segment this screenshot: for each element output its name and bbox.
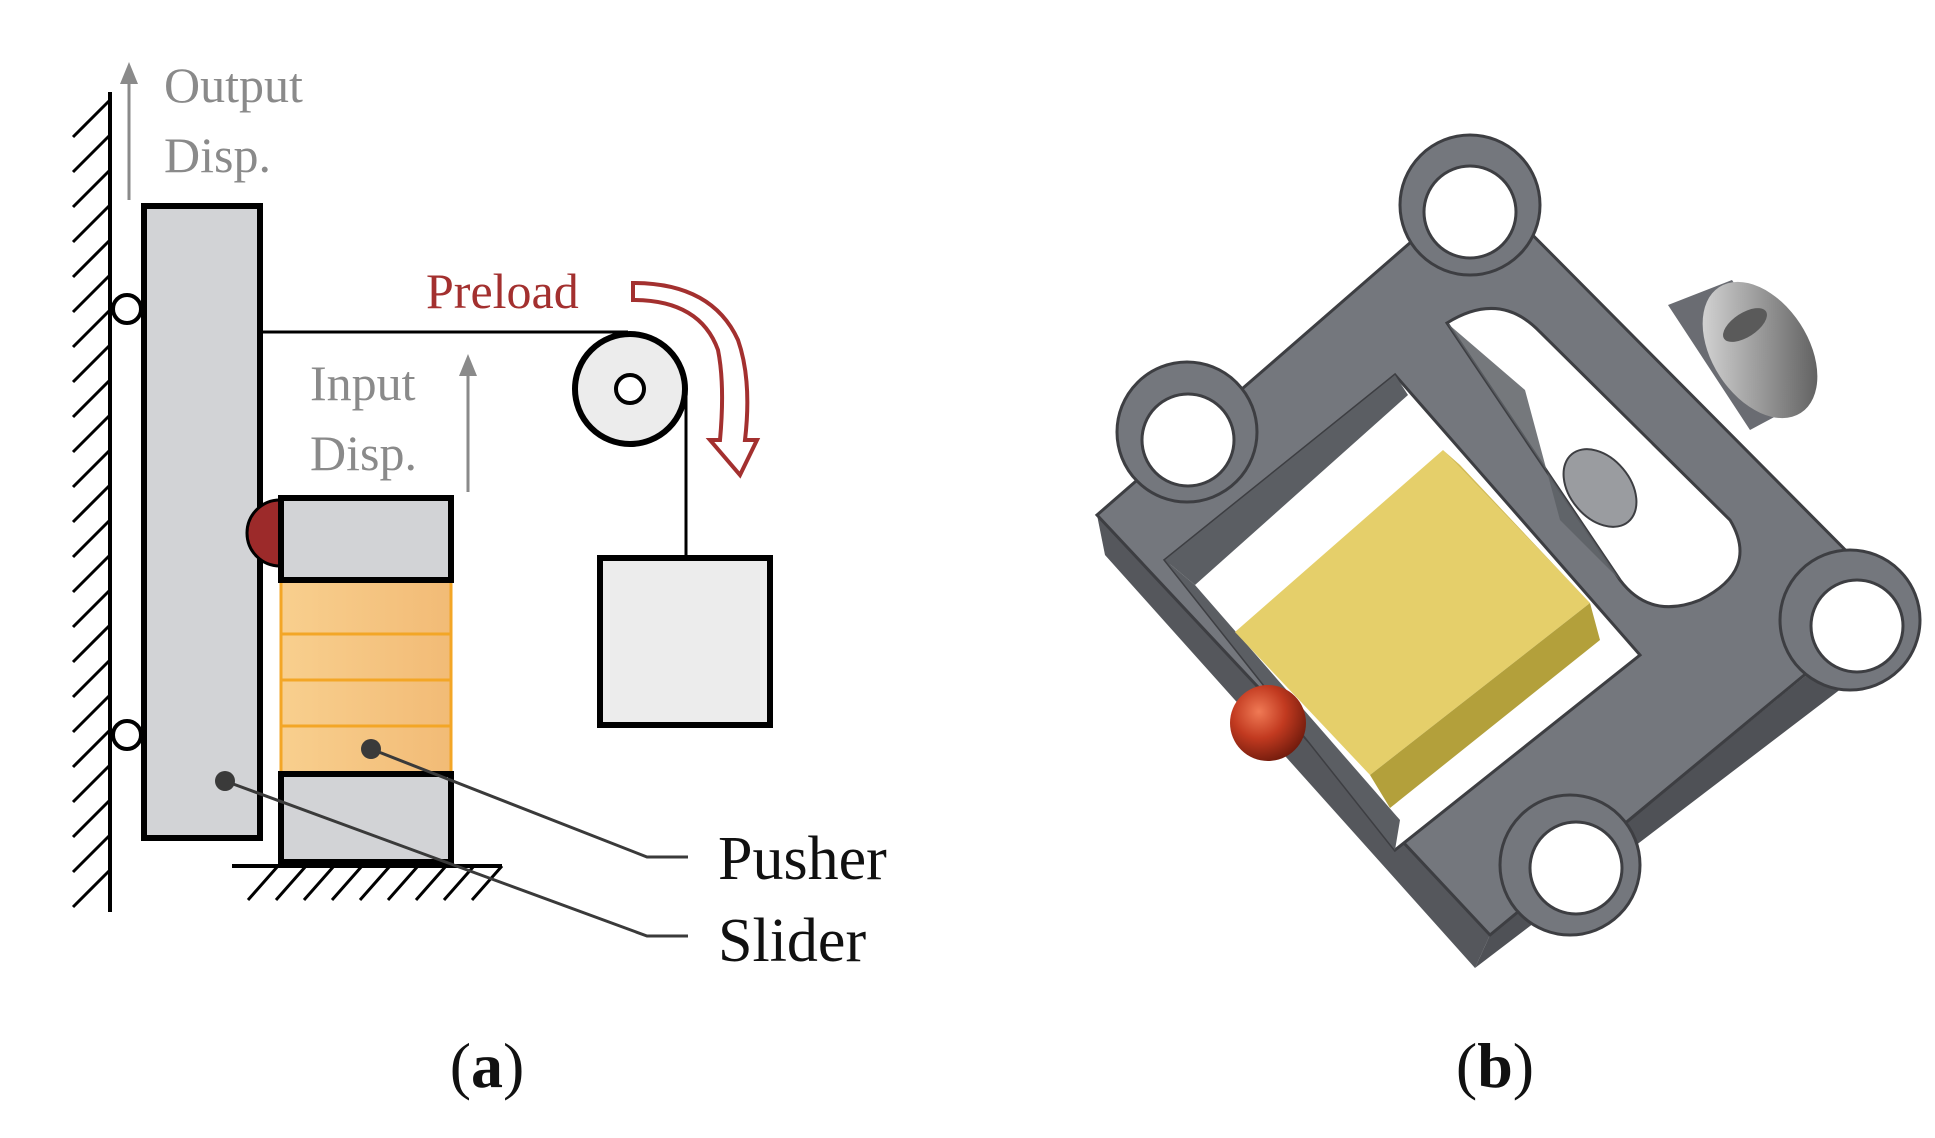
pusher-block-end [1443, 450, 1590, 603]
base-ground-hatch [232, 864, 504, 901]
mounting-lug-right [1778, 548, 1922, 692]
mounting-lug-bottom [1498, 793, 1642, 937]
guide-roller-top [111, 293, 143, 325]
upper-slot-shading [1447, 323, 1620, 580]
pusher-block-side [1370, 603, 1600, 808]
cavity-inner-wall [1165, 375, 1408, 585]
input-disp-arrow [459, 354, 477, 492]
contact-ball-sphere [1230, 685, 1306, 761]
pulley-axle [614, 373, 646, 405]
wall-ground-hatch [71, 92, 112, 912]
output-disp-label-line1: Output [164, 57, 303, 113]
pusher-bottom-block [278, 771, 454, 865]
contact-ball [245, 498, 282, 568]
input-disp-label-line2: Disp. [310, 425, 417, 481]
output-disp-arrow [120, 62, 138, 200]
output-disp-label-line2: Disp. [164, 127, 271, 183]
guide-roller-bottom [111, 719, 143, 751]
input-disp-label-line1: Input [310, 355, 416, 411]
pusher-top-block [278, 495, 454, 583]
slider-label: Slider [718, 907, 866, 975]
shaft-stub [1668, 280, 1818, 430]
pusher-label: Pusher [718, 825, 887, 893]
spring-pin [1562, 448, 1638, 528]
panel-a: Output Disp. Preload Input Disp. [71, 57, 887, 1101]
pusher-block-top [1235, 450, 1590, 775]
caption-b: (b) [1456, 1030, 1534, 1101]
slider-body [141, 203, 263, 841]
mounting-lug-top [1398, 133, 1542, 277]
caption-a: (a) [450, 1030, 525, 1101]
preload-label: Preload [426, 263, 579, 319]
pusher-leader [361, 739, 688, 859]
mounting-lug-left [1115, 360, 1259, 504]
preload-weight [597, 555, 773, 728]
preload-arrow [631, 280, 761, 479]
panel-b: (b) [1094, 133, 1922, 1101]
slider-leader [215, 771, 688, 938]
